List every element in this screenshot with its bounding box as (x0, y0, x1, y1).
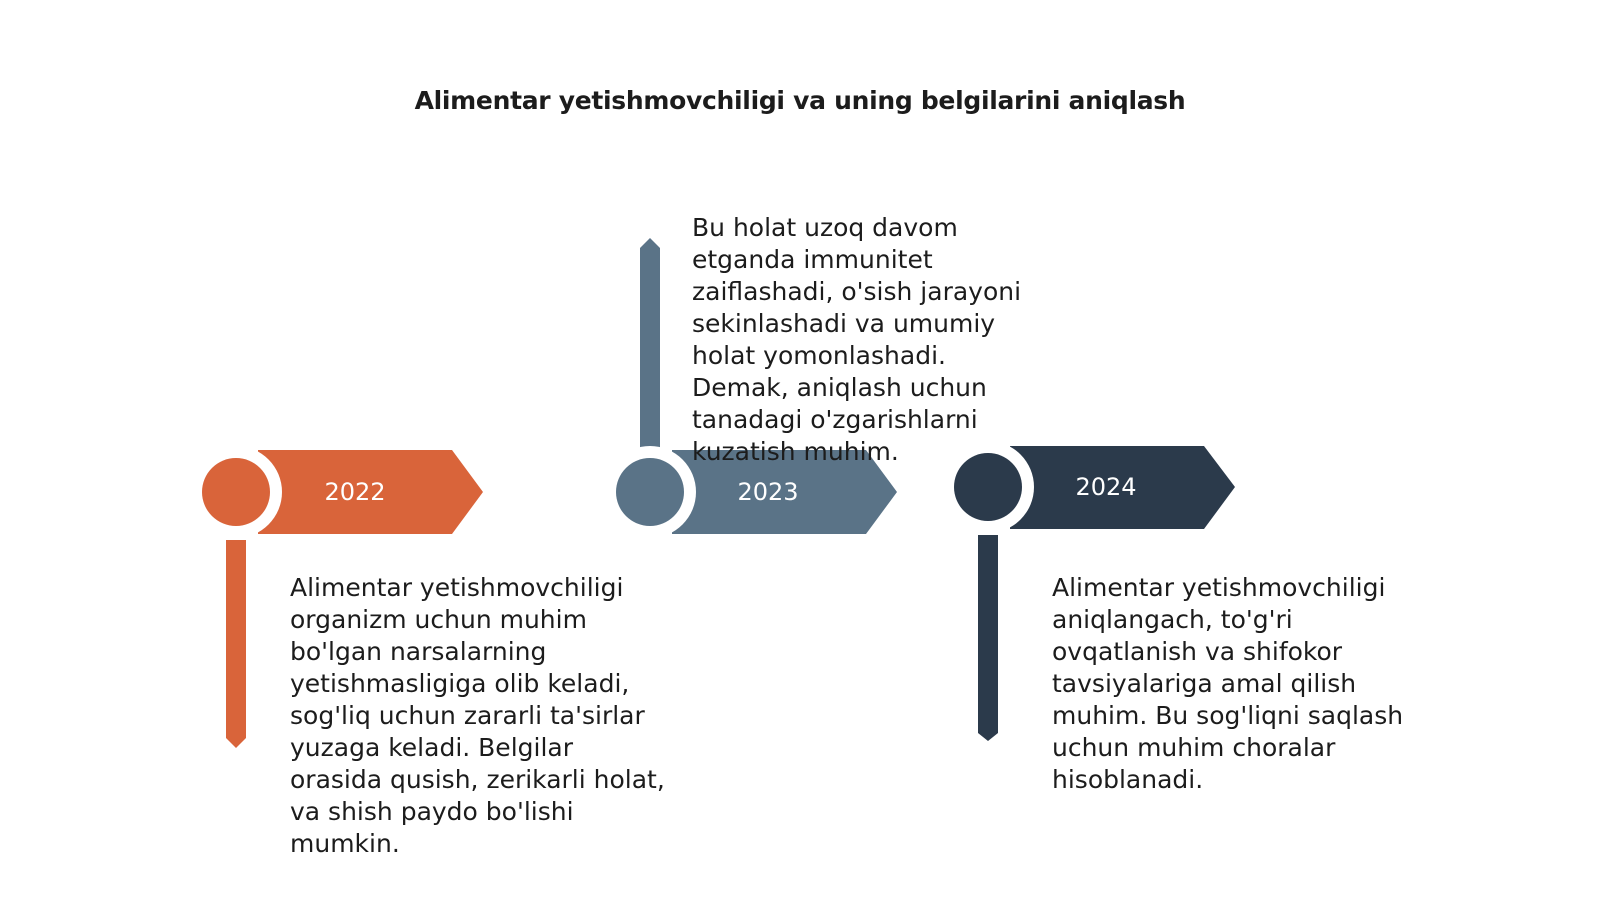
milestone-2022: 2022 (190, 446, 483, 748)
page-title: Alimentar yetishmovchiligi va uning belg… (414, 86, 1186, 115)
milestone-description-2024: Alimentar yetishmovchiligi aniqlangach, … (1052, 573, 1404, 794)
connector-stem-2023 (640, 238, 660, 448)
milestone-description-2023: Bu holat uzoq davom etganda immunitet za… (692, 213, 1022, 466)
year-label-2022: 2022 (324, 478, 385, 506)
milestone-description-2022: Alimentar yetishmovchiligi organizm uchu… (290, 573, 665, 858)
connector-stem-2022 (226, 540, 246, 748)
milestone-dot-2024 (954, 453, 1022, 521)
milestone-2023: 2023 (604, 238, 897, 538)
year-label-2024: 2024 (1075, 473, 1136, 501)
milestone-2024: 2024 (942, 441, 1235, 741)
milestone-dot-2022 (202, 458, 270, 526)
year-label-2023: 2023 (737, 478, 798, 506)
connector-stem-2024 (978, 535, 998, 741)
year-banner-2024 (1010, 446, 1235, 529)
milestone-dot-2023 (616, 458, 684, 526)
year-banner-2022 (258, 450, 483, 534)
year-banner-2023 (672, 450, 897, 534)
